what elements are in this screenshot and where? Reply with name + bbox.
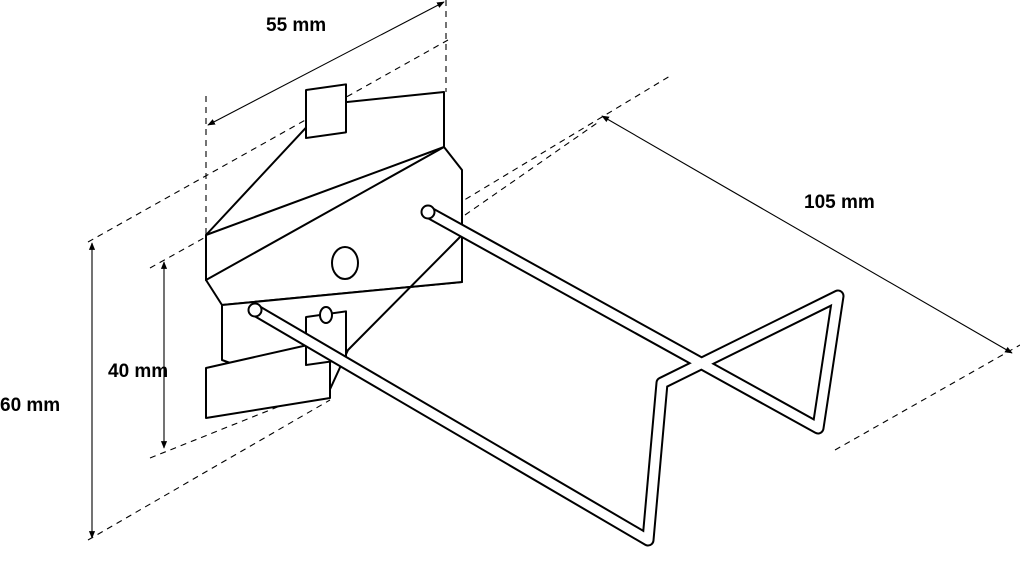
mounting-hole-large: [331, 246, 359, 280]
back-plate: [205, 83, 463, 419]
inner-height-label: 40 mm: [108, 361, 168, 382]
width-label: 55 mm: [266, 15, 326, 36]
length-label: 105 mm: [804, 192, 875, 213]
length-dimension-line: [601, 115, 1013, 354]
dimension-lines: [88, 1, 1013, 539]
mounting-hole-small: [319, 306, 333, 324]
width-dimension-line: [207, 1, 445, 126]
slot-upper-square: [305, 83, 347, 140]
outer-height-label: 60 mm: [0, 395, 60, 416]
